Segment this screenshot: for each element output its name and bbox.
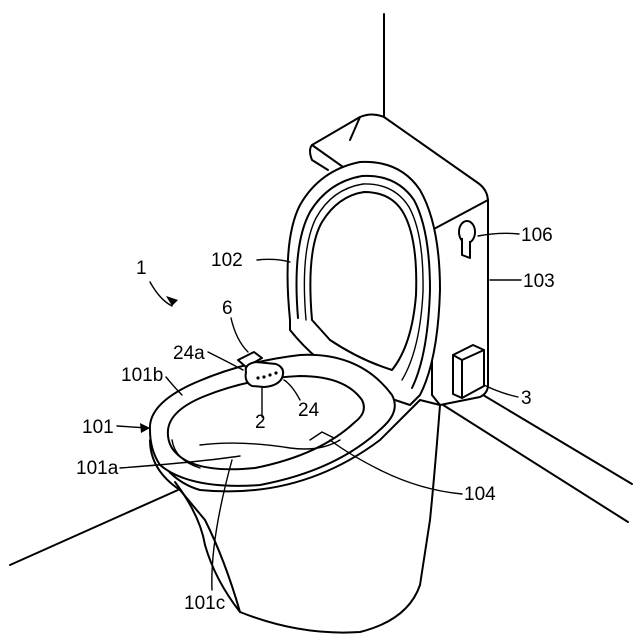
label-101a: 101a bbox=[76, 458, 119, 479]
label-24: 24 bbox=[298, 400, 320, 421]
label-102: 102 bbox=[211, 250, 243, 271]
label-2: 2 bbox=[255, 412, 266, 433]
label-101c: 101c bbox=[184, 593, 225, 614]
label-3: 3 bbox=[521, 388, 532, 409]
label-1: 1 bbox=[136, 258, 147, 279]
label-106: 106 bbox=[521, 225, 553, 246]
label-6: 6 bbox=[222, 298, 233, 319]
label-101: 101 bbox=[82, 417, 114, 438]
label-101b: 101b bbox=[121, 365, 163, 386]
label-103: 103 bbox=[523, 271, 555, 292]
label-104: 104 bbox=[464, 484, 496, 505]
label-24a: 24a bbox=[173, 343, 205, 364]
